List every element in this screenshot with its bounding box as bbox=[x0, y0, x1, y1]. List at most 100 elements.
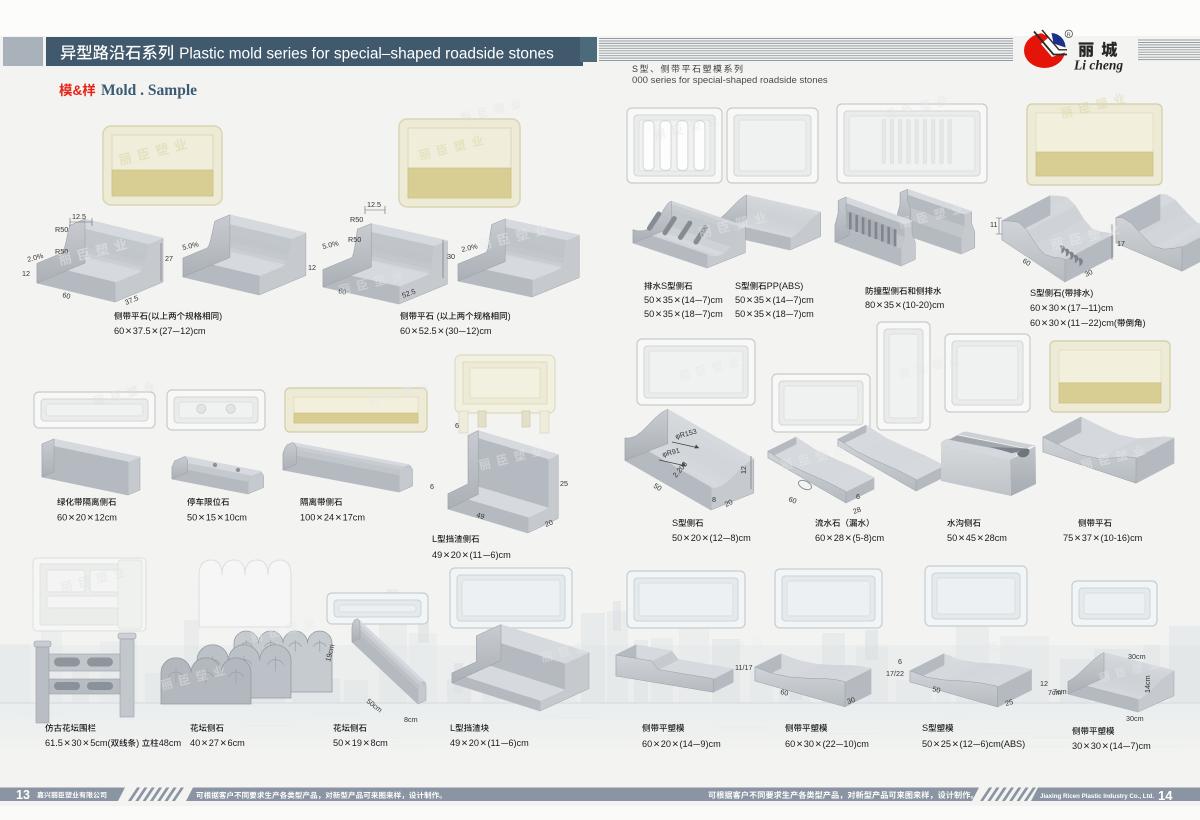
svg-text:000 series for special-shaped: 000 series for special-shaped roadside s… bbox=[632, 75, 828, 86]
svg-text:8: 8 bbox=[712, 495, 716, 504]
svg-text:30cm: 30cm bbox=[1126, 714, 1144, 723]
svg-text:×: × bbox=[1102, 740, 1109, 752]
svg-text:×: × bbox=[316, 512, 323, 524]
svg-text:12: 12 bbox=[308, 263, 316, 272]
svg-text:50: 50 bbox=[932, 684, 942, 695]
svg-text:×: × bbox=[125, 325, 132, 337]
svg-text:50: 50 bbox=[735, 295, 745, 305]
svg-text:35: 35 bbox=[754, 295, 764, 305]
svg-text:×: × bbox=[1083, 740, 1090, 752]
svg-text:37.5: 37.5 bbox=[133, 326, 151, 336]
svg-text:R: R bbox=[1067, 32, 1071, 38]
svg-text:12cm: 12cm bbox=[95, 513, 118, 523]
svg-text:×: × bbox=[411, 325, 418, 337]
svg-text:27: 27 bbox=[209, 738, 219, 748]
svg-text:35: 35 bbox=[754, 309, 764, 319]
svg-text:60: 60 bbox=[642, 739, 652, 749]
svg-text:50: 50 bbox=[947, 533, 957, 543]
svg-text:6)cm(ABS): 6)cm(ABS) bbox=[980, 739, 1025, 749]
svg-text:28: 28 bbox=[852, 505, 863, 516]
svg-text:12)cm: 12)cm bbox=[466, 326, 492, 336]
svg-text:60: 60 bbox=[1021, 256, 1033, 268]
svg-text:×: × bbox=[438, 325, 445, 337]
svg-text:×: × bbox=[152, 325, 159, 337]
svg-text:11)cm: 11)cm bbox=[1088, 303, 1113, 313]
svg-text:(17: (17 bbox=[1068, 303, 1081, 313]
svg-text:(12: (12 bbox=[710, 533, 723, 543]
svg-text:25: 25 bbox=[941, 739, 951, 749]
svg-text:(18: (18 bbox=[682, 309, 695, 319]
svg-text:): ) bbox=[136, 738, 139, 748]
svg-text:15: 15 bbox=[206, 513, 216, 523]
svg-text:S: S bbox=[922, 723, 928, 733]
svg-text:(10-16)cm: (10-16)cm bbox=[1101, 533, 1143, 543]
svg-text:35: 35 bbox=[663, 295, 673, 305]
svg-text:×: × bbox=[746, 294, 753, 306]
svg-text:6: 6 bbox=[455, 421, 459, 430]
svg-text:×: × bbox=[655, 308, 662, 320]
svg-text:11: 11 bbox=[990, 220, 997, 229]
svg-text:28cm: 28cm bbox=[985, 533, 1008, 543]
svg-text:60: 60 bbox=[780, 687, 790, 697]
svg-text:49: 49 bbox=[475, 510, 485, 521]
svg-text:11/17: 11/17 bbox=[735, 663, 752, 672]
svg-text:7)cm: 7)cm bbox=[793, 295, 814, 305]
svg-text:×: × bbox=[461, 737, 468, 749]
svg-text:(30: (30 bbox=[445, 326, 458, 336]
svg-text:S: S bbox=[672, 518, 678, 528]
svg-text:17cm: 17cm bbox=[343, 513, 366, 523]
svg-text:50: 50 bbox=[187, 513, 197, 523]
svg-text:×: × bbox=[443, 549, 450, 561]
svg-text:×: × bbox=[674, 294, 681, 306]
svg-text:30: 30 bbox=[447, 252, 455, 261]
svg-text:12: 12 bbox=[1040, 679, 1048, 688]
svg-text:50: 50 bbox=[652, 481, 664, 493]
svg-text:10cm: 10cm bbox=[225, 513, 248, 523]
svg-text:(14: (14 bbox=[1110, 741, 1123, 751]
svg-text:60: 60 bbox=[62, 290, 72, 301]
svg-text:×: × bbox=[765, 308, 772, 320]
svg-text:20: 20 bbox=[469, 738, 479, 748]
svg-text:Mold . Sample: Mold . Sample bbox=[101, 82, 197, 99]
svg-text:R50: R50 bbox=[350, 215, 363, 224]
svg-text:60: 60 bbox=[1030, 303, 1040, 313]
svg-text:6cm: 6cm bbox=[228, 738, 246, 748]
svg-text:×: × bbox=[674, 308, 681, 320]
svg-text:20: 20 bbox=[661, 739, 671, 749]
svg-text:×: × bbox=[64, 737, 71, 749]
svg-text:×: × bbox=[1093, 532, 1100, 544]
svg-text:(27: (27 bbox=[159, 326, 172, 336]
svg-text:7)cm: 7)cm bbox=[793, 309, 814, 319]
svg-text:30: 30 bbox=[71, 738, 81, 748]
svg-text:100: 100 bbox=[300, 513, 315, 523]
svg-text:×: × bbox=[672, 738, 679, 750]
svg-text:52.5: 52.5 bbox=[401, 287, 417, 300]
svg-text:(: ( bbox=[1062, 288, 1065, 298]
svg-text:7)cm: 7)cm bbox=[702, 295, 723, 305]
svg-text:20: 20 bbox=[691, 533, 701, 543]
svg-text:6)cm: 6)cm bbox=[490, 550, 511, 560]
svg-text:30: 30 bbox=[1091, 741, 1101, 751]
svg-text:28: 28 bbox=[834, 533, 844, 543]
svg-text:30: 30 bbox=[804, 739, 814, 749]
svg-text:7cm: 7cm bbox=[1048, 688, 1062, 697]
svg-text:30: 30 bbox=[1049, 303, 1059, 313]
svg-text:&: & bbox=[73, 83, 83, 98]
svg-text:(: ( bbox=[437, 311, 440, 321]
svg-text:×: × bbox=[977, 532, 984, 544]
svg-text:S: S bbox=[661, 281, 667, 291]
svg-text:14cm: 14cm bbox=[1143, 675, 1152, 693]
svg-text:50: 50 bbox=[644, 309, 654, 319]
svg-text:×: × bbox=[1041, 302, 1048, 314]
svg-text:×: × bbox=[702, 532, 709, 544]
svg-text:60: 60 bbox=[114, 326, 124, 336]
svg-text:20: 20 bbox=[76, 513, 86, 523]
svg-text:20: 20 bbox=[451, 550, 461, 560]
svg-text:(14: (14 bbox=[682, 295, 695, 305]
svg-text:PP(ABS): PP(ABS) bbox=[767, 281, 804, 291]
svg-text:(: ( bbox=[148, 311, 151, 321]
svg-text:×: × bbox=[220, 737, 227, 749]
svg-text:60: 60 bbox=[1030, 318, 1040, 328]
svg-text:35: 35 bbox=[663, 309, 673, 319]
svg-text:×: × bbox=[87, 512, 94, 524]
